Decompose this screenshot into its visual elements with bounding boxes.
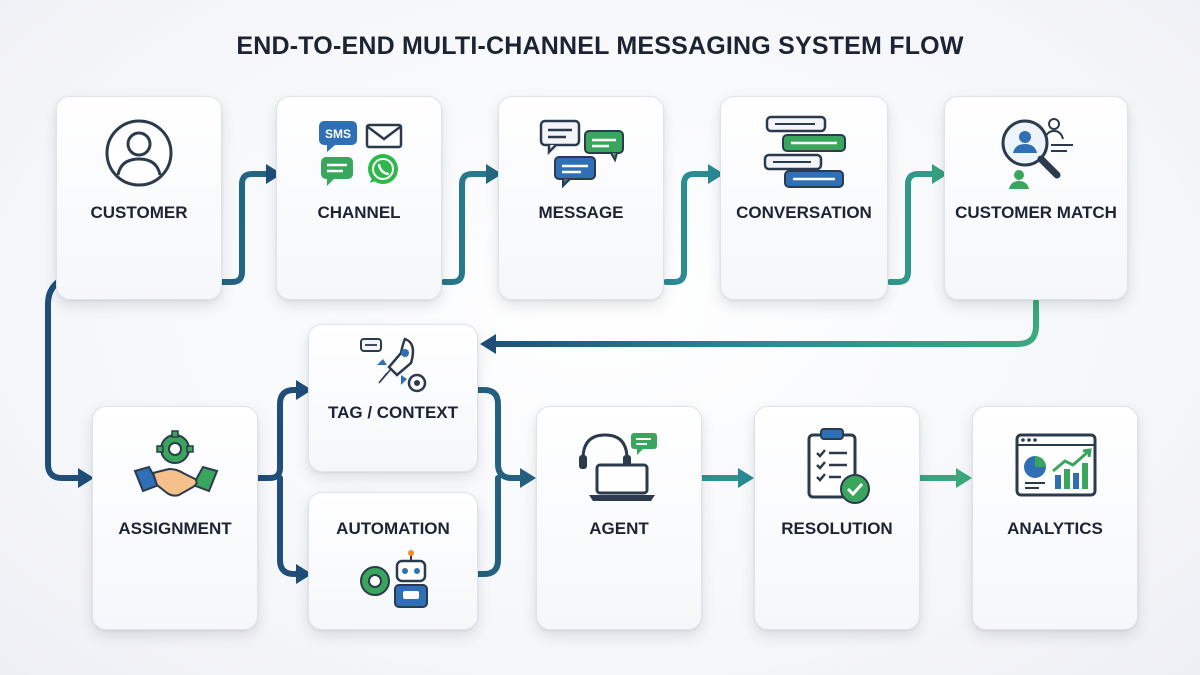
node-resolution: RESOLUTION	[754, 406, 920, 630]
node-customer: CUSTOMER	[56, 96, 222, 300]
arrowhead-channel	[266, 164, 282, 184]
conversation-thread-icon	[763, 115, 846, 188]
node-channel: SMS CHANNEL	[276, 96, 442, 300]
node-label-customer-match: CUSTOMER MATCH	[955, 203, 1117, 222]
arrowhead-customer-match	[932, 164, 948, 184]
arrowhead-conversation	[708, 164, 724, 184]
node-assignment: ASSIGNMENT	[92, 406, 258, 630]
connector-assignment-tag	[255, 387, 301, 481]
node-agent: AGENT	[536, 406, 702, 630]
whatsapp-icon	[368, 154, 398, 184]
node-label-resolution: RESOLUTION	[781, 519, 893, 538]
search-user-icon	[1001, 118, 1073, 189]
node-customer-match: CUSTOMER MATCH	[944, 96, 1128, 300]
node-conversation: CONVERSATION	[720, 96, 888, 300]
node-label-analytics: ANALYTICS	[1007, 519, 1103, 538]
robot-gear-icon	[360, 550, 428, 608]
node-automation: AUTOMATION	[308, 492, 478, 630]
sms-icon-text: SMS	[325, 127, 351, 141]
connector-message-conversation	[663, 171, 713, 285]
node-label-automation: AUTOMATION	[336, 519, 450, 538]
connector-channel-message	[441, 171, 491, 285]
node-label-message: MESSAGE	[538, 203, 624, 222]
rocket-gear-icon	[360, 337, 427, 393]
node-tag-context: TAG / CONTEXT	[308, 324, 478, 472]
connector-customer-channel	[219, 171, 271, 285]
connector-automation-agent	[475, 475, 501, 577]
analytics-dashboard-icon	[1015, 433, 1097, 497]
connector-customer-assignment	[45, 279, 83, 481]
channel-icons-group: SMS	[319, 121, 403, 186]
arrowhead-assignment	[78, 468, 94, 488]
arrowhead-resolution	[738, 468, 754, 488]
node-label-customer: CUSTOMER	[90, 203, 188, 222]
arrowhead-agent	[520, 468, 536, 488]
arrowhead-analytics	[956, 468, 972, 488]
arrowhead-tag-context	[480, 334, 496, 354]
arrowhead-automation	[296, 564, 312, 584]
node-message: MESSAGE	[498, 96, 664, 300]
node-label-channel: CHANNEL	[317, 203, 401, 222]
connector-match-tag	[491, 299, 1039, 347]
node-label-assignment: ASSIGNMENT	[118, 519, 232, 538]
connector-tag-agent	[475, 387, 525, 481]
node-label-conversation: CONVERSATION	[736, 203, 872, 222]
arrowhead-message	[486, 164, 502, 184]
message-bubbles-icon	[539, 119, 624, 189]
arrowhead-tag-from-assignment	[296, 380, 312, 400]
connector-assignment-automation	[277, 475, 301, 577]
connector-conversation-match	[887, 171, 937, 285]
headset-laptop-icon	[579, 433, 657, 501]
user-profile-icon	[105, 119, 173, 187]
node-label-tag-context: TAG / CONTEXT	[327, 403, 458, 422]
sms-bubble-icon: SMS	[319, 121, 357, 152]
chat-bubble-icon	[321, 157, 353, 186]
checklist-icon	[807, 428, 870, 504]
node-label-agent: AGENT	[589, 519, 649, 538]
diagram-title: END-TO-END MULTI-CHANNEL MESSAGING SYSTE…	[236, 32, 964, 60]
mail-icon	[365, 123, 403, 149]
handshake-gear-icon	[133, 430, 219, 497]
node-analytics: ANALYTICS	[972, 406, 1138, 630]
